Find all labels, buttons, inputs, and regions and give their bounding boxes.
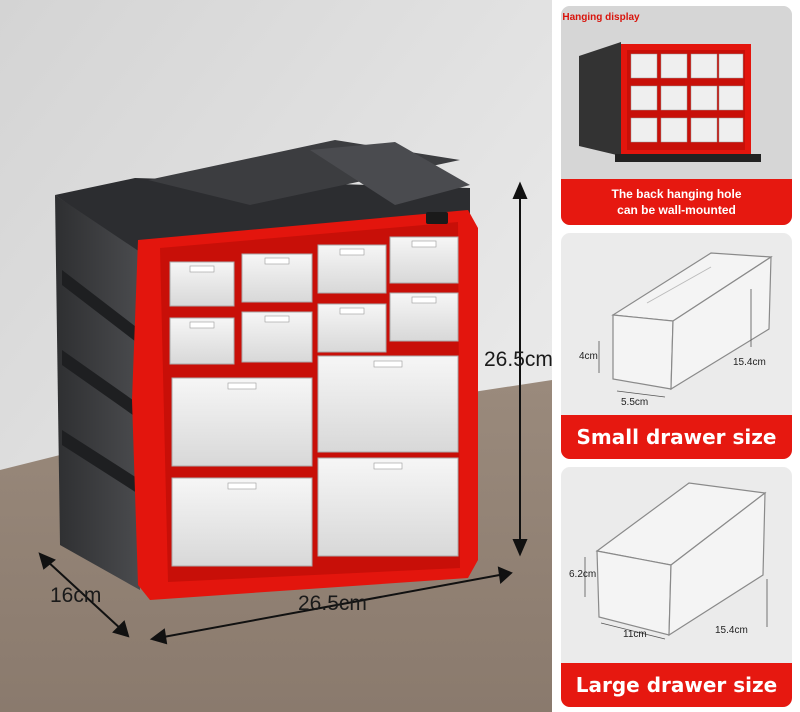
hanging-caption-line1: The back hanging hole	[611, 187, 742, 201]
hanging-display-panel: Hanging display The back hanging hole ca…	[561, 6, 792, 225]
small-drawer-title: Small drawer size	[561, 415, 792, 459]
dimension-arrows	[38, 181, 528, 645]
small-drawer-panel: 4cm 5.5cm 15.4cm Small drawer size	[561, 233, 792, 459]
large-drawer-panel: 6.2cm 11cm 15.4cm Large drawer size	[561, 467, 792, 707]
large-drawer-title: Large drawer size	[561, 663, 792, 707]
organizer-illustration	[0, 0, 552, 712]
hanging-caption-line2: can be wall-mounted	[617, 203, 736, 217]
large-drawers	[171, 355, 459, 567]
small-drawer-width-label: 5.5cm	[621, 397, 649, 408]
product-photo: 26.5cm 26.5cm 16cm	[0, 0, 552, 712]
brand-badge	[426, 212, 448, 224]
large-drawer-image	[584, 482, 768, 640]
large-drawer-width-label: 11cm	[623, 629, 647, 640]
hanging-display-label: Hanging display	[562, 12, 640, 23]
depth-dimension-label: 16cm	[50, 584, 102, 607]
large-drawer-height-label: 6.2cm	[569, 569, 597, 580]
hanging-caption: The back hanging hole can be wall-mounte…	[561, 179, 792, 225]
large-drawer-length-label: 15.4cm	[715, 625, 748, 636]
width-dimension-label: 26.5cm	[298, 592, 367, 615]
small-drawer-height-label: 4cm	[579, 351, 598, 362]
small-drawer-length-label: 15.4cm	[733, 357, 766, 368]
small-drawer-image	[598, 252, 773, 398]
height-dimension-label: 26.5cm	[484, 348, 552, 371]
